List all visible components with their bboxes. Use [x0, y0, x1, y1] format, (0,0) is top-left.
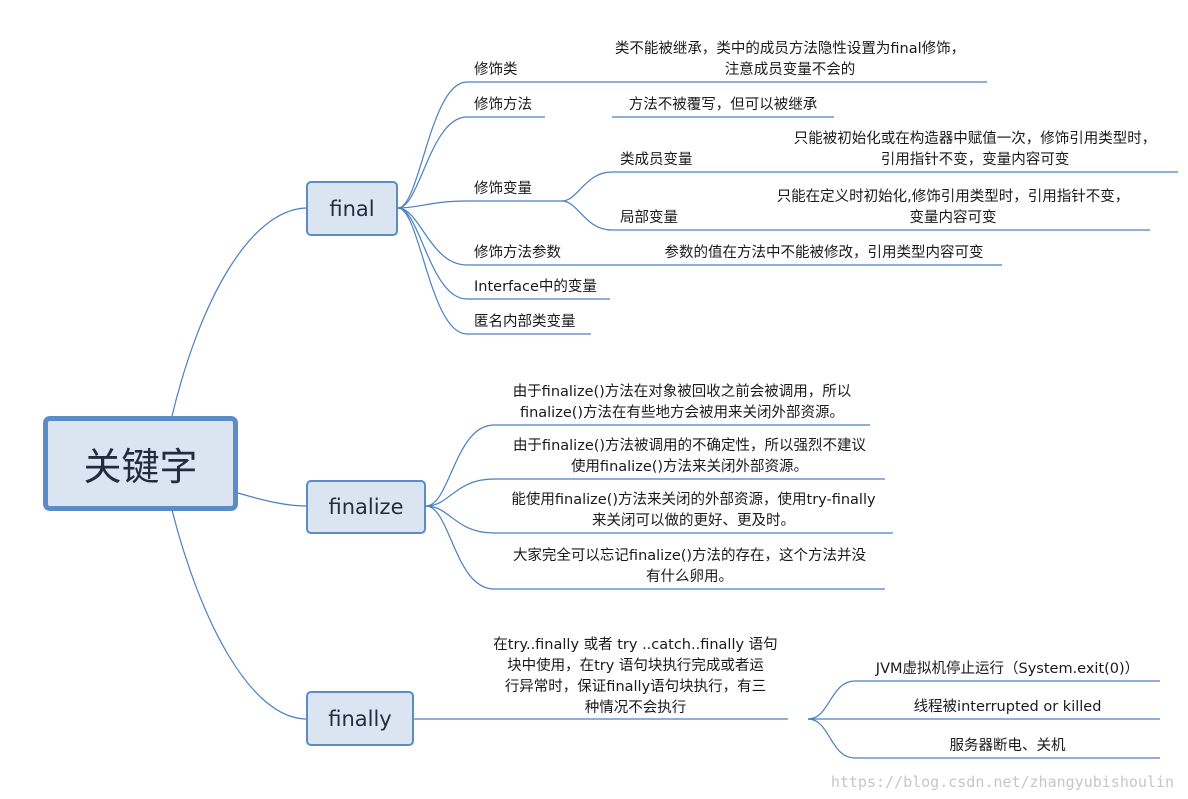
- finally-node[interactable]: finally: [306, 691, 414, 746]
- desc-line: 类不能被继承，类中的成员方法隐性设置为final修饰，: [614, 41, 966, 57]
- edge-finalize-1: [425, 424, 495, 507]
- final-local-desc: 只能在定义时初始化,修饰引用类型时，引用指针不变， 变量内容可变: [758, 187, 1148, 229]
- final-item-variable[interactable]: 修饰变量: [474, 181, 532, 197]
- desc-line: 大家完全可以忘记finalize()方法的存在，这个方法并没: [512, 548, 867, 564]
- finalize-item-2: 由于finalize()方法被调用的不确定性，所以强烈不建议 使用finaliz…: [494, 436, 885, 478]
- final-item-class[interactable]: 修饰类: [474, 62, 518, 78]
- edge-case-1: [807, 680, 856, 720]
- edge-finalize-4: [425, 505, 495, 590]
- desc-line: 行异常时，保证finally语句块执行，有三: [504, 679, 767, 695]
- finally-desc: 在try..finally 或者 try ..catch..finally 语句…: [483, 635, 788, 719]
- final-method-desc: 方法不被覆写，但可以被继承: [612, 95, 834, 116]
- desc-line: 有什么卵用。: [646, 569, 733, 585]
- edge-final-interface: [397, 207, 468, 300]
- edge-final-class: [397, 81, 468, 209]
- final-node[interactable]: final: [306, 181, 398, 236]
- finalize-item-3: 能使用finalize()方法来关闭的外部资源，使用try-finally 来关…: [494, 490, 893, 532]
- final-item-method[interactable]: 修饰方法: [474, 97, 532, 113]
- desc-line: 在try..finally 或者 try ..catch..finally 语句: [493, 637, 778, 653]
- final-member-desc: 只能被初始化或在构造器中赋值一次，修饰引用类型时， 引用指针不变，变量内容可变: [775, 129, 1175, 171]
- edge-root-finalize: [237, 492, 307, 507]
- watermark-text: https://blog.csdn.net/zhangyubishoulin: [830, 773, 1174, 791]
- final-item-anonymous[interactable]: 匿名内部类变量: [474, 314, 576, 330]
- desc-line: 块中使用，在try 语句块执行完成或者运: [507, 658, 764, 674]
- final-item-interface[interactable]: Interface中的变量: [474, 279, 597, 295]
- desc-line: 由于finalize()方法在对象被回收之前会被调用，所以: [512, 384, 852, 400]
- desc-line: 只能被初始化或在构造器中赋值一次，修饰引用类型时，: [793, 131, 1157, 147]
- desc-line: 使用finalize()方法来关闭外部资源。: [570, 459, 809, 475]
- desc-line: 由于finalize()方法被调用的不确定性，所以强烈不建议: [512, 438, 867, 454]
- root-node[interactable]: 关键字: [43, 416, 238, 511]
- finalize-item-4: 大家完全可以忘记finalize()方法的存在，这个方法并没 有什么卵用。: [494, 546, 885, 588]
- final-var-local[interactable]: 局部变量: [620, 210, 678, 226]
- edge-root-final: [171, 207, 307, 417]
- finalize-node[interactable]: finalize: [306, 480, 426, 534]
- edge-root-finally: [171, 509, 307, 720]
- finally-case-3[interactable]: 服务器断电、关机: [949, 738, 1066, 754]
- desc-line: 能使用finalize()方法来关闭的外部资源，使用try-finally: [511, 492, 876, 508]
- finalize-label: finalize: [328, 495, 404, 519]
- desc-line: 变量内容可变: [909, 210, 997, 226]
- final-var-member[interactable]: 类成员变量: [620, 152, 693, 168]
- edge-var-local: [561, 200, 613, 231]
- root-label: 关键字: [83, 445, 198, 489]
- edge-final-variable: [397, 200, 468, 209]
- edge-var-member: [561, 171, 613, 202]
- final-class-desc: 类不能被继承，类中的成员方法隐性设置为final修饰， 注意成员变量不会的: [600, 39, 980, 81]
- desc-line: 引用指针不变，变量内容可变: [880, 152, 1070, 168]
- finally-label: finally: [328, 706, 392, 731]
- edge-finalize-3: [425, 505, 495, 534]
- final-item-param[interactable]: 修饰方法参数: [474, 245, 561, 261]
- edge-finalize-2: [425, 478, 495, 507]
- desc-line: 方法不被覆写，但可以被继承: [628, 97, 818, 113]
- desc-line: 参数的值在方法中不能被修改，引用类型内容可变: [664, 245, 984, 261]
- finalize-item-1: 由于finalize()方法在对象被回收之前会被调用，所以 finalize()…: [494, 382, 870, 424]
- final-label: final: [329, 196, 375, 221]
- finally-case-1[interactable]: JVM虚拟机停止运行（System.exit(0)）: [875, 661, 1140, 677]
- desc-line: 来关闭可以做的更好、更及时。: [592, 513, 795, 529]
- desc-line: 只能在定义时初始化,修饰引用类型时，引用指针不变，: [776, 189, 1130, 205]
- desc-line: 注意成员变量不会的: [724, 62, 856, 78]
- desc-line: finalize()方法在有些地方会被用来关闭外部资源。: [519, 405, 845, 421]
- edge-final-anonymous: [397, 207, 468, 335]
- desc-line: 种情况不会执行: [584, 700, 687, 716]
- edge-final-param: [397, 207, 468, 266]
- final-param-desc: 参数的值在方法中不能被修改，引用类型内容可变: [644, 243, 1004, 264]
- edge-case-3: [807, 718, 856, 759]
- edge-final-method: [397, 116, 468, 209]
- finally-case-2[interactable]: 线程被interrupted or killed: [913, 699, 1102, 715]
